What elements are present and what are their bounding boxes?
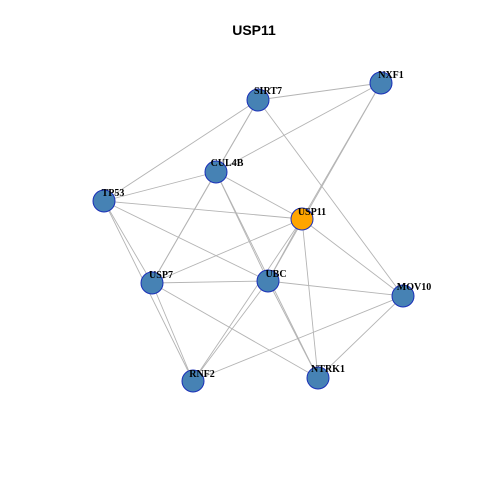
edge-usp11-rnf2 [192,218,303,382]
edge-usp7-ntrk1 [151,282,319,379]
node-label-rnf2: RNF2 [189,369,215,380]
node-ntrk1[interactable] [306,366,330,390]
edge-mov10-ntrk1 [317,295,404,379]
graph-title: USP11 [232,22,276,38]
edge-mov10-rnf2 [192,295,404,382]
node-label-mov10: MOV10 [397,282,431,293]
node-label-cul4b: CUL4B [211,158,244,169]
edge-tp53-ubc [103,200,269,282]
node-nxf1[interactable] [369,71,393,95]
edge-usp7-rnf2 [151,282,194,382]
edge-usp11-mov10 [301,218,404,297]
edge-ubc-mov10 [267,280,404,297]
edges-layer [103,82,404,382]
node-label-nxf1: NXF1 [378,70,404,81]
node-label-tp53: TP53 [102,188,125,199]
edge-nxf1-cul4b [215,82,382,173]
edge-usp11-usp7 [151,218,303,284]
edge-sirt7-tp53 [103,99,259,202]
node-usp7[interactable] [140,271,164,295]
edge-usp11-ubc [267,218,303,282]
node-usp11[interactable] [290,207,314,231]
node-label-ntrk1: NTRK1 [311,364,345,375]
edge-cul4b-ubc [215,171,269,282]
node-label-usp11: USP11 [298,207,326,218]
node-rnf2[interactable] [181,369,205,393]
node-mov10[interactable] [391,284,415,308]
edge-tp53-usp11 [103,200,303,220]
node-label-sirt7: SIRT7 [254,86,282,97]
edge-usp7-ubc [151,280,269,284]
edge-cul4b-usp11 [215,171,303,220]
node-cul4b[interactable] [204,160,228,184]
edge-ubc-rnf2 [192,280,269,382]
node-sirt7[interactable] [246,88,270,112]
node-label-ubc: UBC [265,269,286,280]
edge-tp53-usp7 [103,200,153,284]
nodes-layer [92,71,415,393]
edge-usp11-ntrk1 [301,218,319,379]
edge-nxf1-ubc [267,82,382,282]
node-ubc[interactable] [256,269,280,293]
edge-sirt7-mov10 [257,99,404,297]
node-tp53[interactable] [92,189,116,213]
edge-cul4b-usp7 [151,171,217,284]
edge-sirt7-nxf1 [257,82,382,101]
edge-ubc-ntrk1 [267,280,319,379]
node-label-usp7: USP7 [149,270,173,281]
edge-cul4b-tp53 [103,171,217,202]
